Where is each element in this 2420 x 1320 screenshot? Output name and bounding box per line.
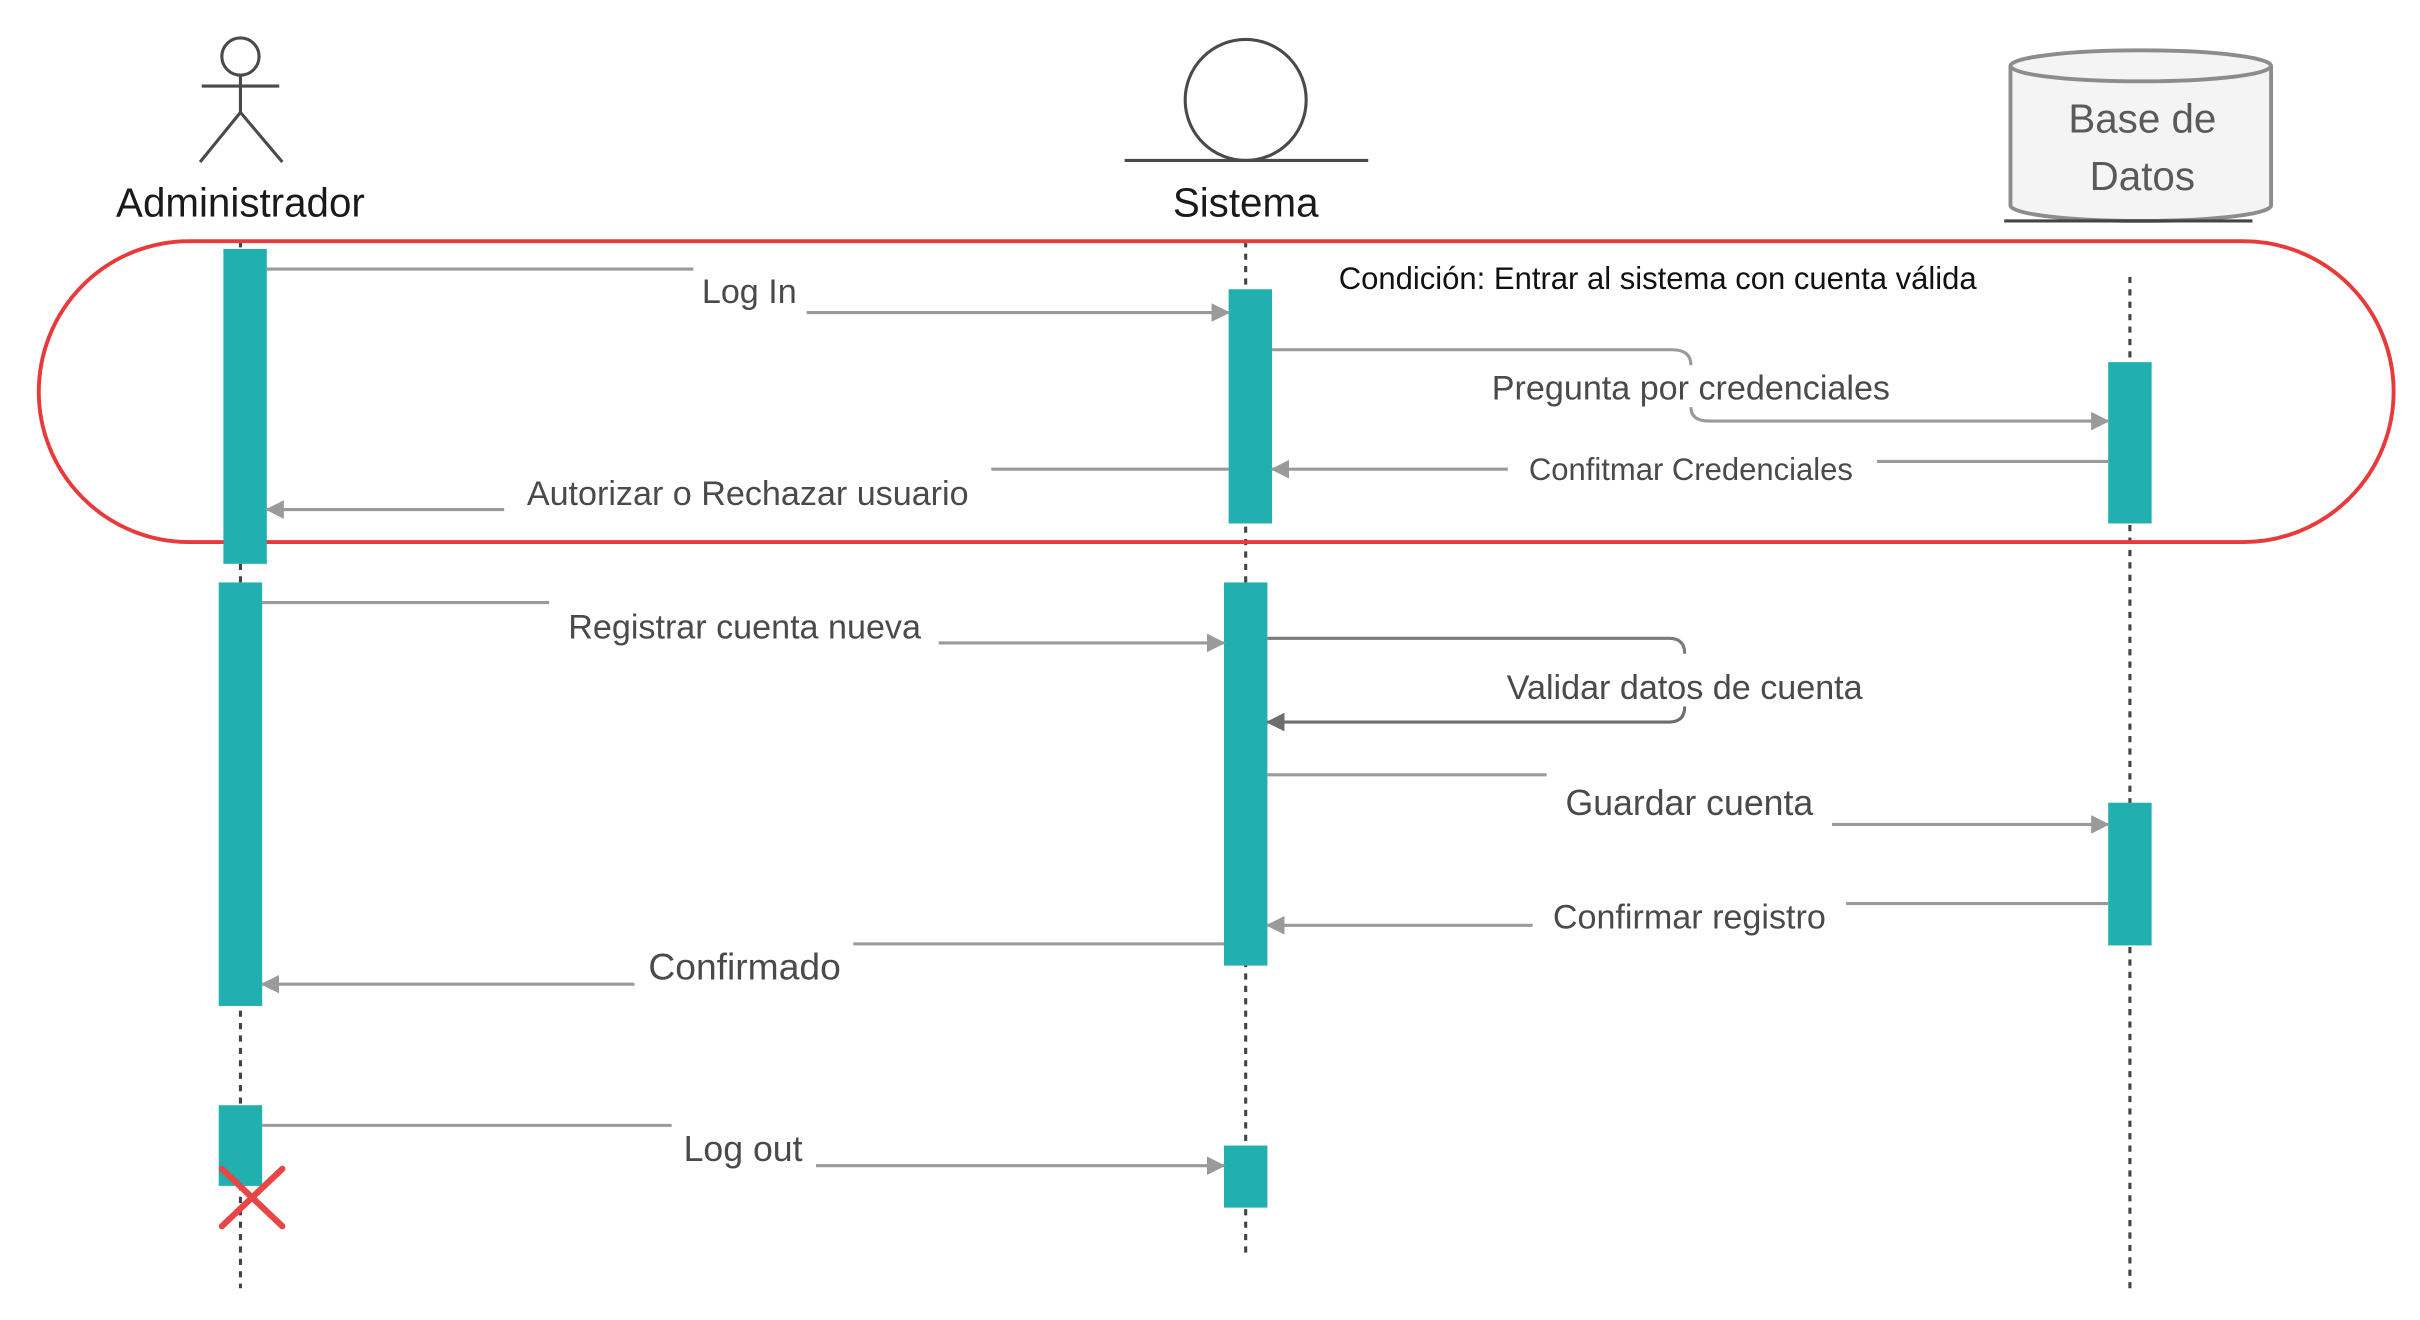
message-arrow-pregunta-credenciales: [1272, 348, 1693, 366]
message-label-log-in: Log In: [702, 273, 797, 311]
activation-bar-admin-2: [218, 582, 263, 1006]
message-label-confirmar-registro: Confirmar registro: [1553, 898, 1826, 936]
condition-frame: [36, 239, 2396, 545]
message-label-confitmar-credenciales: Confitmar Credenciales: [1529, 452, 1853, 487]
participant-label-administrador: Administrador: [116, 179, 365, 225]
activation-bars: [218, 248, 2152, 1208]
activation-bar-sistema-3: [1223, 1145, 1268, 1208]
activation-bar-sistema-1: [1228, 289, 1273, 524]
activation-bar-db-1: [2108, 362, 2152, 524]
participant-label-base-de-datos-line1: Base de: [2068, 96, 2216, 142]
condition-label: Condición: Entrar al sistema con cuenta …: [1339, 261, 1978, 296]
actor-stick-figure-icon: [198, 36, 284, 164]
destroy-x-icon: [218, 1165, 286, 1230]
activation-bar-db-2: [2108, 802, 2152, 946]
message-label-registrar-cuenta: Registrar cuenta nueva: [568, 608, 921, 646]
message-arrow-pregunta-credenciales-head: [1689, 407, 2110, 431]
message-label-pregunta-credenciales: Pregunta por credenciales: [1492, 369, 1890, 407]
participant-label-sistema: Sistema: [1173, 179, 1319, 225]
message-label-autorizar-rechazar: Autorizar o Rechazar usuario: [527, 475, 969, 513]
message-label-log-out: Log out: [684, 1129, 803, 1169]
activation-bar-sistema-2: [1223, 582, 1268, 966]
boundary-circle-icon: [1124, 37, 1369, 163]
participant-label-base-de-datos-line2: Datos: [2090, 153, 2195, 199]
message-label-guardar-cuenta: Guardar cuenta: [1565, 783, 1813, 823]
database-cylinder-icon: [2004, 48, 2274, 223]
message-label-validar-datos: Validar datos de cuenta: [1507, 669, 1863, 707]
message-arrow-validar-datos: [1267, 636, 1687, 654]
messages: [260, 267, 2110, 1176]
message-label-confirmado: Confirmado: [648, 946, 840, 988]
message-arrow-validar-datos-head: [1265, 706, 1687, 732]
activation-bar-admin-1: [223, 248, 267, 564]
